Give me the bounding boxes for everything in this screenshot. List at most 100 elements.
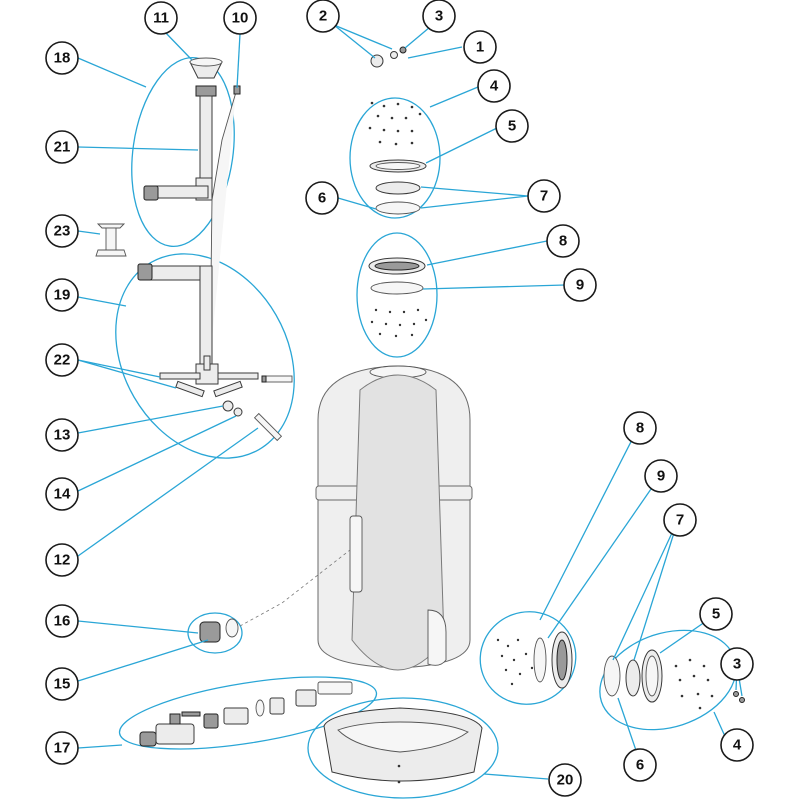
callout-side-3: 3 [720, 647, 754, 681]
callout-8: 8 [546, 224, 580, 258]
leader-12 [77, 427, 259, 557]
svg-text:4: 4 [490, 78, 499, 95]
svg-text:3: 3 [733, 656, 741, 673]
leader-2a [333, 24, 376, 59]
svg-text:4: 4 [733, 737, 742, 754]
group-ellipse-union [187, 612, 243, 654]
leader-22a [77, 359, 161, 378]
leader-23 [77, 230, 101, 235]
callout-side-9: 9 [644, 459, 678, 493]
leader-side-7b [633, 519, 679, 661]
svg-text:22: 22 [54, 352, 71, 369]
svg-text:9: 9 [657, 468, 665, 485]
svg-text:7: 7 [540, 188, 548, 205]
leader-5 [425, 127, 498, 164]
callout-20: 20 [548, 763, 582, 797]
svg-text:5: 5 [712, 606, 720, 623]
callout-side-4: 4 [720, 728, 754, 762]
part-9-gasket [370, 281, 424, 295]
side-part-3-screw-b [739, 697, 745, 703]
part-5-ring-inner [375, 162, 421, 170]
leader-18 [77, 57, 147, 88]
leader-4 [429, 86, 479, 108]
side-part-3-screw [733, 691, 739, 697]
callout-12: 12 [45, 543, 79, 577]
leader-16 [77, 620, 199, 634]
svg-text:20: 20 [557, 772, 574, 789]
svg-text:1: 1 [476, 39, 484, 56]
svg-text:8: 8 [636, 420, 644, 437]
filter-tank [315, 365, 473, 671]
callout-22: 22 [45, 343, 79, 377]
leader-15 [77, 639, 209, 682]
callout-side-6: 6 [623, 748, 657, 782]
callout-side-5: 5 [699, 597, 733, 631]
callout-6: 6 [305, 181, 339, 215]
svg-text:11: 11 [153, 10, 169, 27]
svg-text:9: 9 [576, 277, 584, 294]
svg-text:18: 18 [54, 50, 71, 67]
leader-6 [337, 197, 377, 210]
leader-9 [422, 284, 566, 290]
side-part-4-lid-holes [674, 658, 714, 710]
svg-text:15: 15 [54, 676, 71, 693]
callout-1: 1 [463, 30, 497, 64]
callout-23: 23 [45, 214, 79, 248]
svg-text:6: 6 [636, 757, 644, 774]
svg-text:2: 2 [319, 8, 327, 25]
leader-20 [483, 773, 549, 780]
svg-text:19: 19 [54, 287, 71, 304]
vent-tube [209, 91, 237, 361]
leader-side-7a [612, 519, 679, 661]
group-ellipse-top-lid [349, 97, 441, 219]
group-ellipse-valve-assembly [118, 676, 378, 750]
svg-text:8: 8 [559, 233, 567, 250]
part-23-bracket [95, 223, 127, 257]
leader-side-8 [539, 427, 639, 621]
upper-collector [143, 57, 223, 201]
callout-15: 15 [45, 667, 79, 701]
leader-3 [404, 26, 431, 49]
part-16-oring [225, 618, 239, 638]
svg-text:12: 12 [54, 552, 71, 569]
leader-22b [77, 359, 177, 389]
callout-10: 10 [223, 1, 257, 35]
callout-2: 2 [306, 0, 340, 33]
part-15-union [199, 621, 221, 643]
lower-collector [137, 263, 259, 398]
svg-text:23: 23 [54, 223, 71, 240]
leader-2b [333, 24, 393, 50]
callout-18: 18 [45, 41, 79, 75]
svg-text:3: 3 [435, 8, 443, 25]
leader-7a [420, 186, 529, 197]
side-part-9-gasket [533, 637, 547, 683]
callout-4: 4 [477, 69, 511, 103]
leader-21 [77, 146, 199, 151]
part-20-base [323, 707, 483, 784]
leader-8 [426, 240, 548, 266]
part-3-screw [399, 46, 407, 54]
leader-1 [407, 46, 463, 59]
part-13-nut [222, 400, 234, 412]
callout-13: 13 [45, 418, 79, 452]
callout-19: 19 [45, 278, 79, 312]
callout-side-7: 7 [663, 503, 697, 537]
leader-7b [420, 195, 529, 209]
leader-side-9 [547, 475, 661, 639]
svg-text:16: 16 [54, 613, 71, 630]
callout-5: 5 [495, 109, 529, 143]
leader-17 [77, 744, 123, 749]
svg-text:6: 6 [318, 190, 326, 207]
svg-text:10: 10 [232, 10, 249, 27]
callout-14: 14 [45, 477, 79, 511]
group-ellipse-base [307, 697, 499, 799]
flange-holes [370, 308, 428, 338]
callout-17: 17 [45, 731, 79, 765]
part-12-lateral [253, 412, 283, 442]
group-ellipse-top-flange [356, 232, 438, 358]
callout-16: 16 [45, 604, 79, 638]
part-6-oring [375, 201, 421, 215]
valve-assembly [139, 681, 353, 747]
callout-3: 3 [422, 0, 456, 33]
